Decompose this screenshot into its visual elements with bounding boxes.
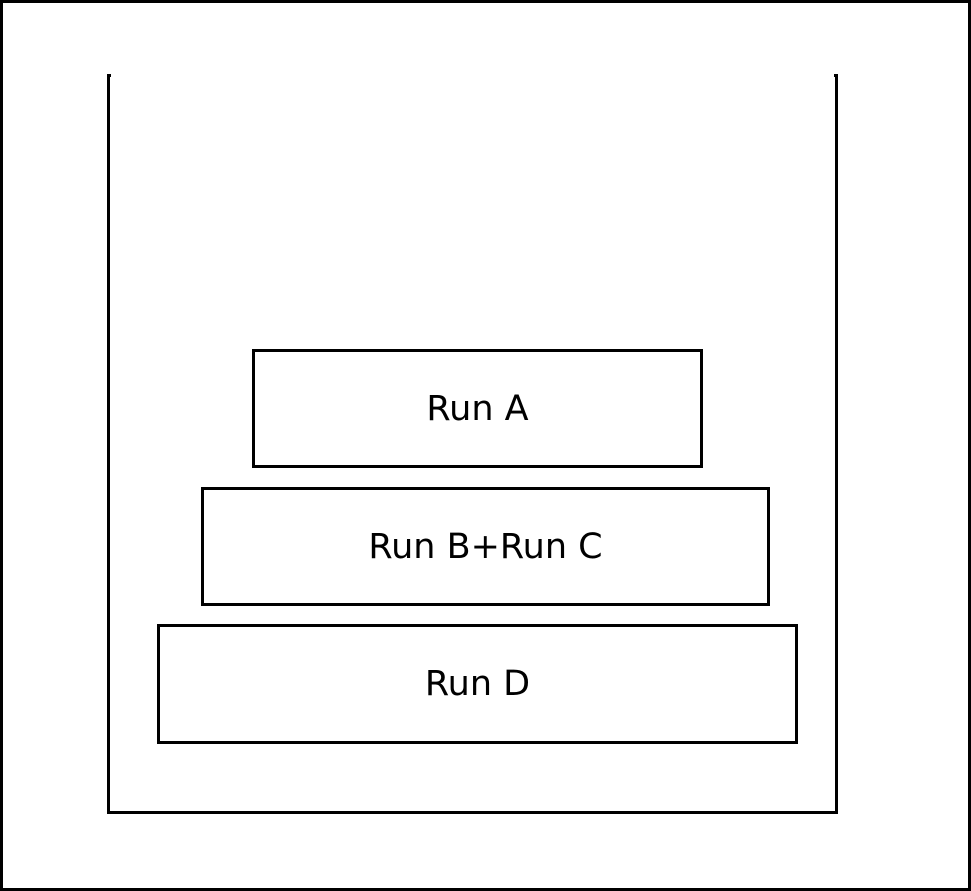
run-b-run-c-label: Run B+Run C <box>368 526 603 567</box>
run-d-box: Run D <box>157 624 798 744</box>
container-left-lip <box>107 74 111 77</box>
stack-container <box>107 74 838 814</box>
run-b-run-c-box: Run B+Run C <box>201 487 770 606</box>
run-a-box: Run A <box>252 349 703 468</box>
run-a-label: Run A <box>426 388 529 429</box>
container-right-lip <box>834 74 838 77</box>
run-d-label: Run D <box>424 664 531 704</box>
